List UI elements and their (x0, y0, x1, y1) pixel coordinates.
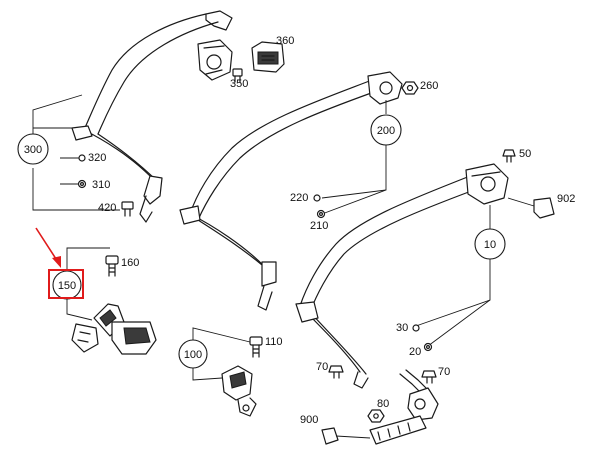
part-70-screw-a (328, 365, 344, 379)
label-220: 220 (290, 192, 308, 204)
label-420: 420 (98, 202, 116, 214)
label-30: 30 (396, 322, 408, 334)
part-belt-tensioner (369, 369, 439, 445)
part-100-buckle (221, 365, 257, 417)
belt-assembly-left (71, 10, 233, 223)
callout-200: 200 (377, 125, 395, 137)
part-360-buckle-housing (251, 41, 285, 73)
callout-100: 100 (184, 349, 202, 361)
highlight-box-150 (48, 269, 84, 299)
belt-assembly-right (295, 163, 509, 389)
label-80: 80 (377, 398, 389, 410)
label-160: 160 (121, 257, 139, 269)
part-50-screw (502, 149, 516, 163)
label-902: 902 (557, 193, 575, 205)
highlight-arrow-head (52, 256, 61, 268)
part-150-buckle-assembly (71, 303, 157, 355)
callout-circle-200 (370, 114, 402, 146)
label-70a: 70 (316, 361, 328, 373)
callout-circle-100 (178, 339, 208, 369)
belt-assembly-middle (179, 71, 403, 311)
part-350-bolt (232, 68, 243, 83)
label-110: 110 (265, 336, 283, 348)
part-900-cap (321, 427, 339, 445)
label-210: 210 (310, 220, 328, 232)
label-20: 20 (409, 346, 421, 358)
label-260: 260 (420, 80, 438, 92)
label-360: 360 (276, 35, 294, 47)
label-50: 50 (519, 148, 531, 160)
part-160-bolt (105, 255, 119, 277)
label-70b: 70 (438, 366, 450, 378)
callout-10: 10 (484, 239, 496, 251)
callout-circle-300 (17, 133, 49, 165)
part-80-nut (367, 409, 385, 423)
callout-circle-10 (474, 228, 506, 260)
callout-150: 150 (58, 280, 76, 292)
part-902-cap (533, 197, 555, 219)
part-110-bolt (249, 336, 263, 358)
label-320: 320 (88, 152, 106, 164)
label-350: 350 (230, 78, 248, 90)
part-260-nut (401, 81, 419, 95)
part-420-screw (121, 201, 134, 217)
label-310: 310 (92, 179, 110, 191)
part-70-screw-b (421, 370, 437, 384)
highlight-arrow (35, 227, 59, 263)
label-900: 900 (300, 414, 318, 426)
callout-300: 300 (24, 144, 42, 156)
